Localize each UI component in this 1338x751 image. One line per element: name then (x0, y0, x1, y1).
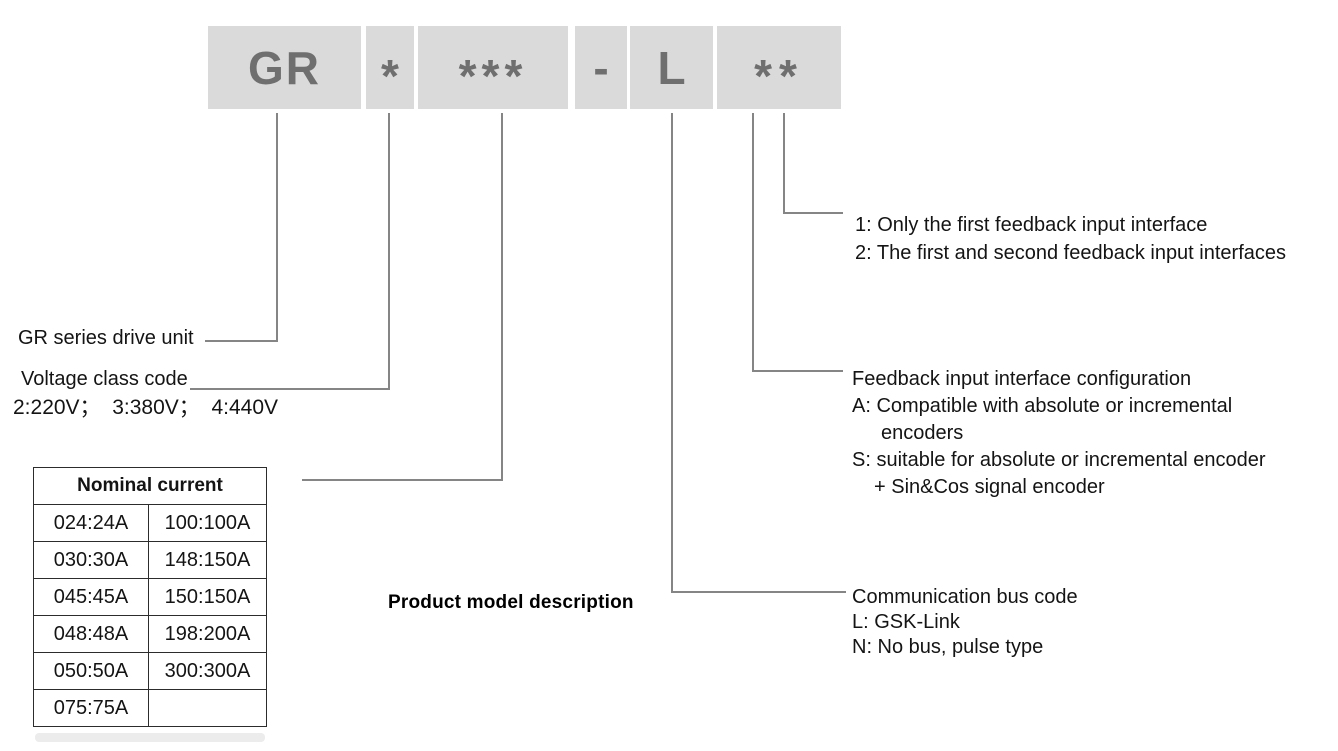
series-label: GR series drive unit (18, 327, 194, 349)
connector-voltage-vertical (388, 113, 390, 390)
feedback-config-option-a: A: Compatible with absolute or increment… (852, 395, 1233, 417)
model-code-segment-bus: L (630, 26, 713, 109)
connector-current-vertical (501, 113, 503, 481)
model-code-segment-voltage: * (366, 26, 414, 109)
feedback-count-block: 1: Only the first feedback input interfa… (855, 211, 1286, 267)
bus-option-n: N: No bus, pulse type (852, 636, 1044, 658)
connector-feedback-count-horizontal (783, 212, 843, 214)
connector-feedback-config-horizontal (752, 370, 843, 372)
feedback-config-option-a-cont: encoders (881, 422, 964, 444)
feedback-count-line-2: 2: The first and second feedback input i… (855, 242, 1287, 264)
feedback-count-line-1: 1: Only the first feedback input interfa… (855, 214, 1208, 236)
voltage-class-label: Voltage class code (21, 368, 188, 390)
bus-title: Communication bus code (852, 586, 1078, 608)
feedback-config-title: Feedback input interface configuration (852, 368, 1192, 390)
table-header-row: Nominal current (33, 467, 267, 505)
table-row: 030:30A 148:150A (33, 541, 267, 579)
series-code-text: GR (248, 41, 321, 94)
connector-bus-horizontal (671, 591, 846, 593)
nominal-current-header: Nominal current (33, 467, 267, 505)
feedback-code-text: ** (754, 49, 804, 102)
table-cell: 045:45A (33, 578, 149, 616)
model-code-segment-separator: - (575, 26, 627, 109)
connector-series-horizontal (205, 340, 278, 342)
connector-voltage-horizontal (190, 388, 390, 390)
connector-feedback-config-vertical (752, 113, 754, 372)
table-cell: 030:30A (33, 541, 149, 579)
table-cell: 048:48A (33, 615, 149, 653)
table-row: 045:45A 150:150A (33, 578, 267, 616)
model-code-segment-current: *** (418, 26, 568, 109)
bus-code-text: L (657, 41, 686, 94)
current-code-text: *** (458, 49, 528, 102)
table-cell: 148:150A (148, 541, 267, 579)
bus-option-l: L: GSK-Link (852, 611, 960, 633)
feedback-config-option-s: S: suitable for absolute or incremental … (852, 449, 1266, 471)
table-row: 075:75A (33, 689, 267, 727)
table-row: 048:48A 198:200A (33, 615, 267, 653)
voltage-code-text: * (381, 49, 399, 102)
table-cell: 150:150A (148, 578, 267, 616)
model-code-segment-series: GR (208, 26, 361, 109)
table-cell: 075:75A (33, 689, 149, 727)
connector-feedback-count-vertical (783, 113, 785, 214)
voltage-class-values: 2:220V； 3:380V； 4:440V (13, 396, 279, 419)
connector-series-vertical (276, 113, 278, 342)
connector-bus-vertical (671, 113, 673, 593)
feedback-config-option-s-cont: + Sin&Cos signal encoder (874, 476, 1105, 498)
nominal-current-table: Nominal current 024:24A 100:100A 030:30A… (33, 467, 267, 727)
table-cell: 300:300A (148, 652, 267, 690)
connector-current-horizontal (302, 479, 503, 481)
table-cell: 100:100A (148, 504, 267, 542)
table-row: 050:50A 300:300A (33, 652, 267, 690)
table-cell: 050:50A (33, 652, 149, 690)
table-bottom-strip (35, 733, 265, 742)
table-row: 024:24A 100:100A (33, 504, 267, 542)
table-cell (148, 689, 267, 727)
table-cell: 024:24A (33, 504, 149, 542)
model-code-segment-feedback: ** (717, 26, 841, 109)
table-cell: 198:200A (148, 615, 267, 653)
bus-block: Communication bus code L: GSK-Link N: No… (852, 585, 1078, 660)
feedback-config-block: Feedback input interface configuration A… (852, 366, 1266, 501)
diagram-caption: Product model description (388, 592, 634, 613)
separator-dash-text: - (593, 41, 609, 94)
